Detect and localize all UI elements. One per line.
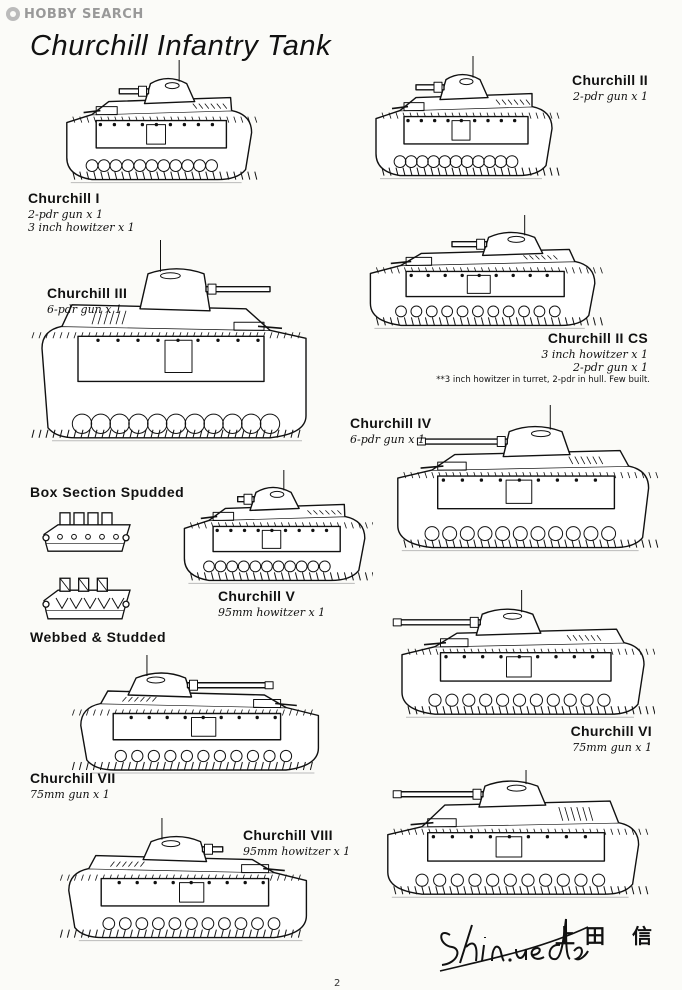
tank-spec: 3 inch howitzer x 1 [28,221,135,235]
tank-drawing-mk7 [70,655,340,780]
tank-spec: 3 inch howitzer x 1 [541,347,648,361]
tank-drawing-mk1 [50,60,260,190]
churchill-ii-cs-note: **3 inch howitzer in turret, 2-pdr in hu… [436,375,650,385]
tank-name: Churchill IV [350,415,432,431]
label-churchill-vii: Churchill VII 75mm gun x 1 [30,770,116,801]
tank-name: Churchill VI [570,723,652,739]
track-heading-box-section: Box Section Spudded [30,484,185,500]
track-heading-webbed: Webbed & Studded [30,629,167,645]
tank-spec: 95mm howitzer x 1 [218,605,326,619]
hobby-search-logo-icon [6,7,20,21]
tank-name: Churchill VIII [243,827,333,843]
tank-name: Churchill V [218,588,296,604]
label-churchill-ii-cs: Churchill II CS 3 inch howitzer x 1 2-pd… [541,330,648,375]
label-churchill-v: Churchill V 95mm howitzer x 1 [218,588,325,619]
tank-line-art [71,655,320,774]
watermark: HOBBY SEARCH [6,6,144,22]
tank-drawing-mk8 [58,818,328,948]
tank-spec: 75mm gun x 1 [572,740,652,754]
label-churchill-iv: Churchill IV 6-pdr gun x 1 [350,415,431,446]
track-link-webbed-icon [38,572,138,624]
tank-drawing-mk4 [375,405,660,560]
artist-signature [430,905,590,975]
tank-line-art [397,405,659,552]
tank-drawing-mk5 [168,470,373,590]
tank-line-art [387,770,649,898]
tank-spec: 2-pdr gun x 1 [573,361,648,375]
tank-line-art [375,56,560,180]
label-churchill-viii: Churchill VIII 95mm howitzer x 1 [243,827,350,858]
tank-drawing-mk2 [360,56,560,186]
tank-name: Churchill III [47,285,128,301]
page-title: Churchill Infantry Tank [30,30,332,62]
tank-spec: 2-pdr gun x 1 [573,89,648,103]
tank-name: Churchill I [28,190,100,206]
tank-line-art [59,818,308,942]
tank-name: Churchill II [572,72,648,88]
track-link-box-section-icon [38,508,138,556]
tank-drawing-mk6 [380,590,655,725]
tank-spec: 95mm howitzer x 1 [243,844,351,858]
tank-drawing-mk2cs [350,215,605,335]
tank-line-art [369,215,603,329]
tank-line-art [31,240,307,442]
tank-spec: 2-pdr gun x 1 [28,207,103,221]
tank-line-art [183,470,373,584]
tank-name: Churchill VII [30,770,116,786]
track-link-line-art [42,577,131,620]
tank-line-art [392,590,655,718]
watermark-text: HOBBY SEARCH [24,6,144,22]
tank-spec: 75mm gun x 1 [30,787,110,801]
tank-drawing-mk3 [30,240,330,455]
tank-line-art [66,60,258,184]
tank-spec: 6-pdr gun x 1 [350,432,425,446]
label-churchill-vi: Churchill VI 75mm gun x 1 [571,723,652,754]
tank-drawing-top-view [365,770,650,905]
label-churchill-i: Churchill I 2-pdr gun x 1 3 inch howitze… [28,190,135,235]
artist-name-kanji: 上田 信 [555,924,662,948]
track-link-line-art [42,512,131,552]
tank-spec: 6-pdr gun x 1 [47,302,122,316]
tank-name: Churchill II CS [547,330,648,346]
page-number: 2 [334,978,341,989]
label-churchill-ii: Churchill II 2-pdr gun x 1 [572,72,648,103]
label-churchill-iii: Churchill III 6-pdr gun x 1 [47,285,127,316]
